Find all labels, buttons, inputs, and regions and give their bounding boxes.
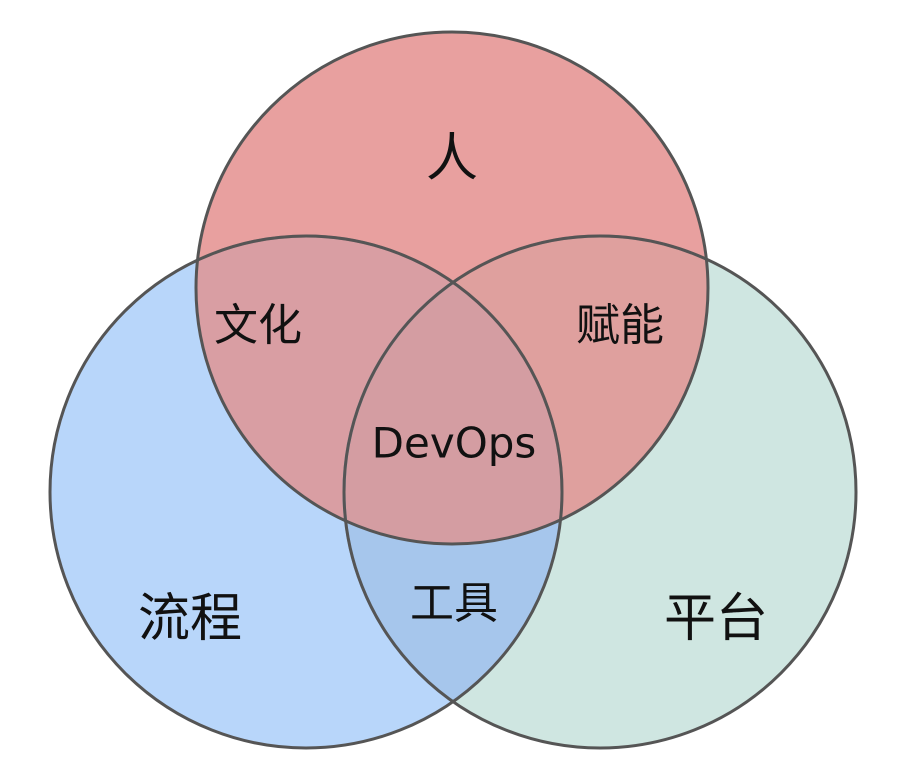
people-label: 人 (426, 129, 478, 189)
process-label: 流程 (138, 589, 242, 649)
culture-label: 文化 (214, 300, 302, 351)
center-overlap (344, 236, 562, 544)
devops-label: DevOps (372, 419, 537, 468)
enablement-label: 赋能 (576, 300, 664, 351)
platform-circle-stroke (342, 234, 858, 750)
platform-label: 平台 (664, 589, 768, 649)
process-circle-stroke (48, 234, 564, 750)
people-circle-stroke (194, 30, 710, 546)
tools-label: 工具 (410, 578, 498, 629)
